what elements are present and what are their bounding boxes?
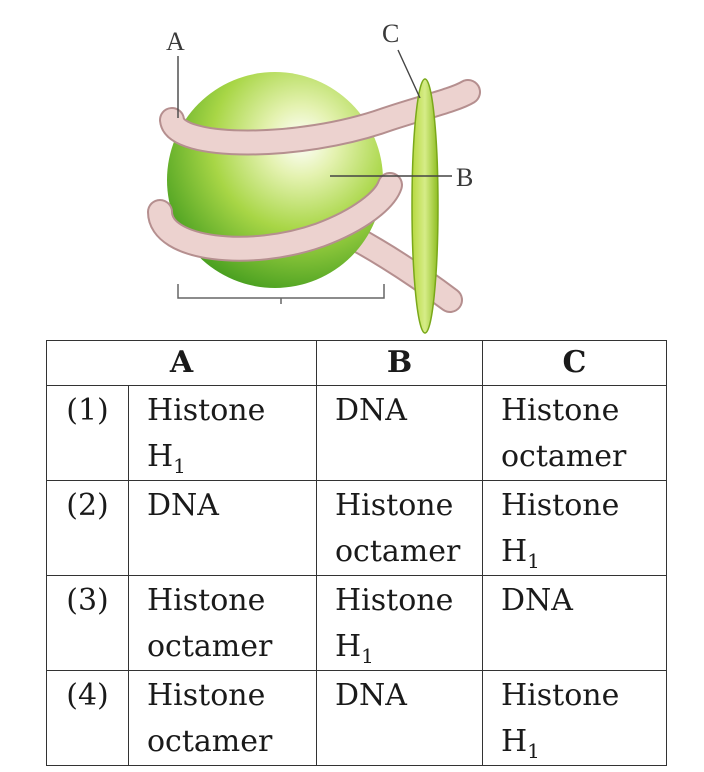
- cell-b: Histone octamer: [316, 480, 483, 576]
- cell-text: H: [501, 724, 528, 759]
- cell-text: Histone: [335, 583, 454, 618]
- cell-text: Histone: [501, 393, 620, 428]
- cell-c: Histone octamer: [482, 385, 667, 481]
- option-number: (4): [46, 670, 129, 766]
- cell-b: DNA: [316, 385, 483, 481]
- cell-line: Histone: [335, 483, 478, 529]
- cell-text: Histone: [147, 393, 266, 428]
- cell-b: DNA: [316, 670, 483, 766]
- cell-text: Histone: [147, 678, 266, 713]
- cell-text: DNA: [501, 583, 573, 618]
- cell-text: Histone: [501, 488, 620, 523]
- option-number: (2): [46, 480, 129, 576]
- cell-text: H: [335, 629, 362, 664]
- cell-text: Histone: [501, 678, 620, 713]
- table-header-row: A B C: [46, 340, 667, 386]
- subscript: 1: [527, 549, 540, 573]
- cell-a: Histone octamer: [128, 575, 317, 671]
- label-c: C: [382, 19, 399, 48]
- dna-strand-upper-wrap-fill: [161, 81, 479, 154]
- nucleosome-diagram: A B C: [147, 19, 481, 334]
- cell-line: Histone: [147, 388, 312, 434]
- cell-line: Histone: [147, 578, 312, 624]
- cell-text: Histone: [335, 488, 454, 523]
- histone-h1-disk: [411, 78, 439, 334]
- subscript: 1: [527, 739, 540, 763]
- option-number: (3): [46, 575, 129, 671]
- cell-a: Histone octamer: [128, 670, 317, 766]
- cell-text: octamer: [501, 439, 627, 474]
- cell-line: H1: [501, 529, 662, 575]
- cell-line: Histone: [335, 578, 478, 624]
- cell-text: Histone: [147, 583, 266, 618]
- cell-line: H1: [501, 719, 662, 765]
- cell-line: Histone: [501, 483, 662, 529]
- cell-c: DNA: [482, 575, 667, 671]
- cell-text: octamer: [147, 629, 273, 664]
- subscript: 1: [173, 454, 186, 478]
- cell-text: octamer: [335, 534, 461, 569]
- cell-line: octamer: [501, 434, 662, 480]
- label-a: A: [166, 27, 185, 56]
- cell-text: DNA: [335, 393, 407, 428]
- cell-line: H1: [335, 624, 478, 670]
- column-header-b: B: [316, 340, 483, 386]
- cell-text: H: [147, 439, 174, 474]
- cell-text: DNA: [335, 678, 407, 713]
- cell-line: Histone: [501, 673, 662, 719]
- cell-line: octamer: [335, 529, 478, 575]
- cell-a: DNA: [128, 480, 317, 576]
- cell-line: DNA: [335, 388, 478, 434]
- cell-text: octamer: [147, 724, 273, 759]
- column-header-c: C: [482, 340, 667, 386]
- cell-line: octamer: [147, 719, 312, 765]
- cell-line: Histone: [501, 388, 662, 434]
- cell-line: DNA: [501, 578, 662, 624]
- leader-line-c: [397, 49, 421, 99]
- cell-line: octamer: [147, 624, 312, 670]
- column-header-a: A: [46, 340, 317, 386]
- cell-line: H1: [147, 434, 312, 480]
- label-b: B: [456, 163, 473, 192]
- cell-line: DNA: [335, 673, 478, 719]
- option-number: (1): [46, 385, 129, 481]
- cell-line: DNA: [147, 483, 312, 529]
- subscript: 1: [361, 644, 374, 668]
- cell-text: DNA: [147, 488, 219, 523]
- dna-strand-lower-wrap-fill: [149, 174, 401, 260]
- cell-line: Histone: [147, 673, 312, 719]
- cell-text: H: [501, 534, 528, 569]
